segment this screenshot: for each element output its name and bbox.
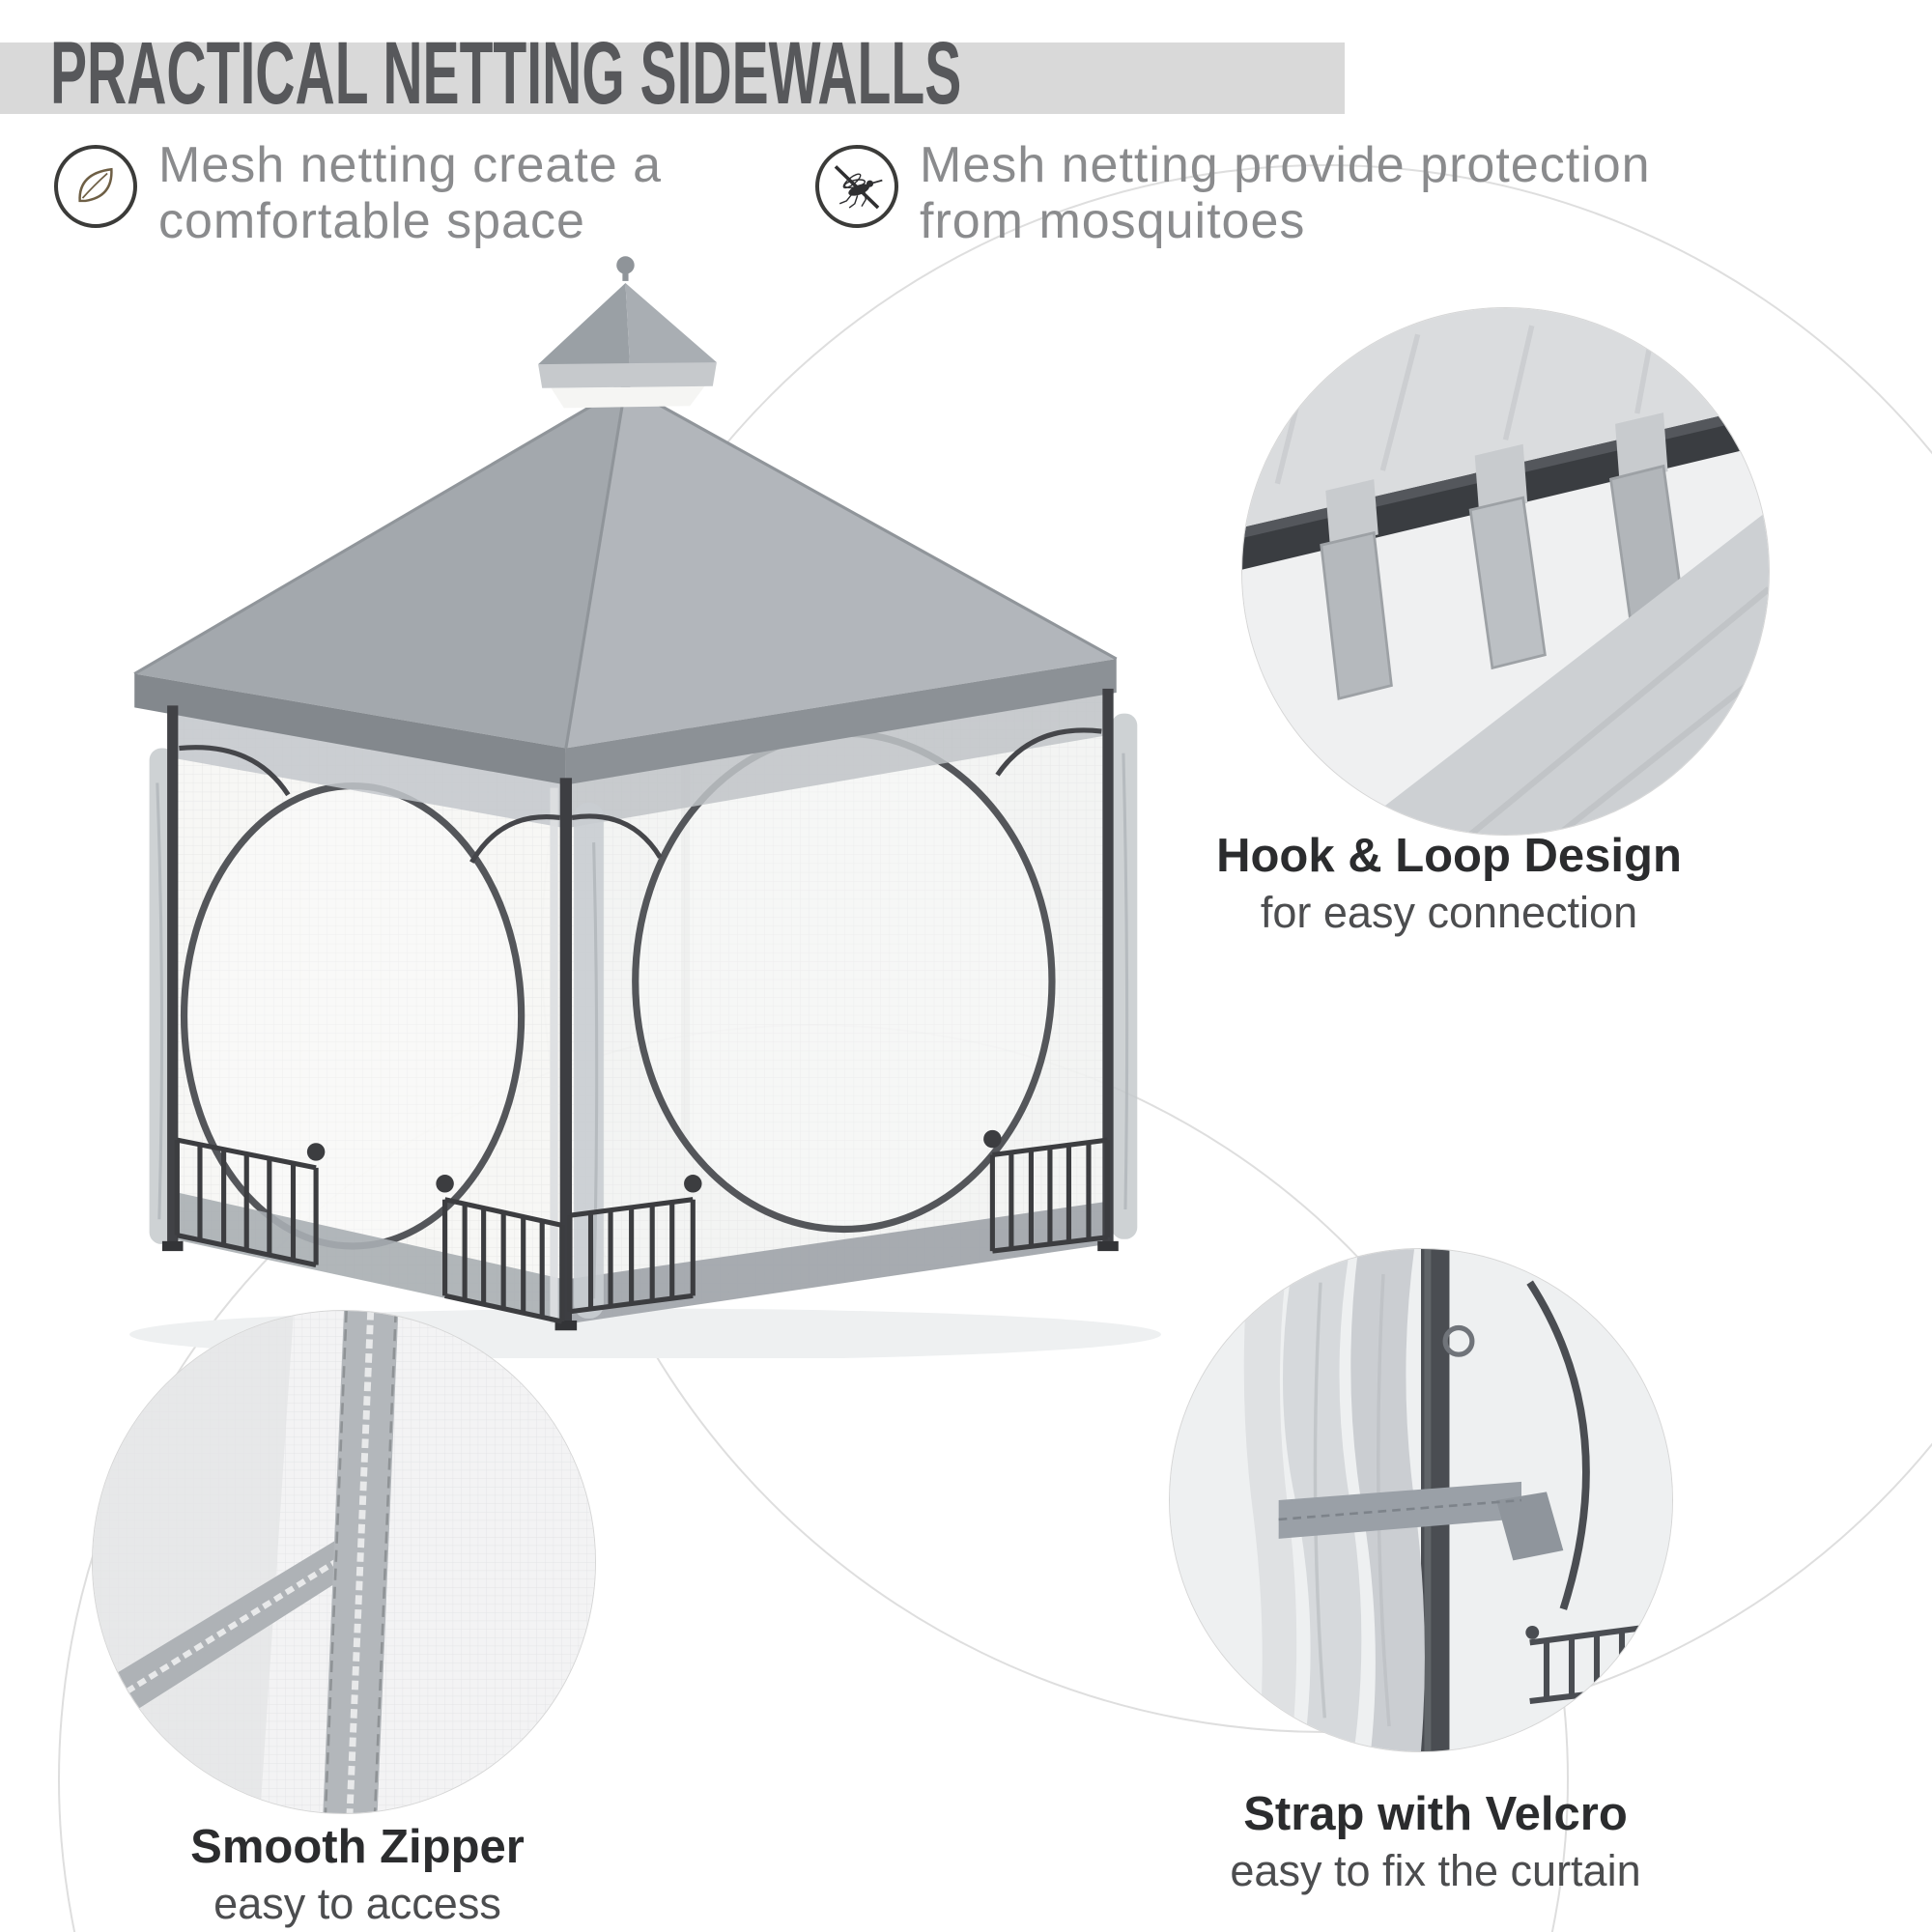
hook-loop-caption: Hook & Loop Design for easy connection bbox=[1101, 829, 1797, 939]
leaf-icon bbox=[54, 145, 137, 228]
hook-loop-subtitle: for easy connection bbox=[1260, 888, 1638, 938]
strap-caption: Strap with Velcro easy to fix the curtai… bbox=[1107, 1787, 1764, 1897]
strap-title: Strap with Velcro bbox=[1243, 1788, 1628, 1840]
feature-line: Mesh netting provide protection bbox=[920, 137, 1651, 193]
title-banner bbox=[0, 43, 1345, 114]
zipper-detail-photo bbox=[92, 1310, 596, 1814]
zipper-title: Smooth Zipper bbox=[190, 1821, 525, 1873]
hook-loop-detail-photo bbox=[1241, 307, 1770, 836]
strap-detail-photo bbox=[1169, 1248, 1673, 1752]
feature-text-protection: Mesh netting provide protection from mos… bbox=[920, 137, 1651, 249]
no-mosquito-icon bbox=[815, 145, 898, 228]
gazebo-product-image bbox=[46, 247, 1244, 1358]
zipper-subtitle: easy to access bbox=[213, 1879, 501, 1929]
hook-loop-title: Hook & Loop Design bbox=[1216, 830, 1682, 882]
feature-line: Mesh netting create a bbox=[158, 137, 663, 193]
feature-line: from mosquitoes bbox=[920, 193, 1306, 250]
zipper-caption: Smooth Zipper easy to access bbox=[68, 1820, 647, 1930]
feature-text-comfort: Mesh netting create a comfortable space bbox=[158, 137, 662, 249]
page-title: PRACTICAL NETTING SIDEWALLS bbox=[50, 24, 962, 123]
feature-line: comfortable space bbox=[158, 193, 585, 250]
strap-subtitle: easy to fix the curtain bbox=[1230, 1846, 1641, 1896]
